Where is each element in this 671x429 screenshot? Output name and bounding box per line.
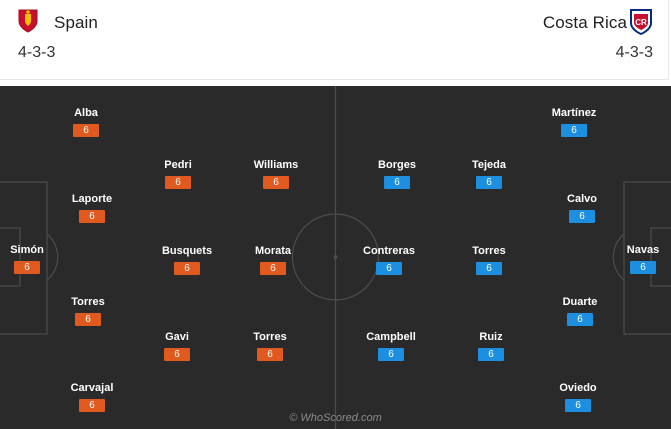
whoscored-watermark: © WhoScored.com bbox=[289, 412, 382, 424]
player-rating: 6 bbox=[174, 262, 200, 275]
player-rating: 6 bbox=[75, 313, 101, 326]
player-away-rcb[interactable]: Duarte 6 bbox=[540, 296, 620, 327]
player-name: Navas bbox=[626, 244, 660, 256]
player-rating: 6 bbox=[263, 176, 289, 189]
player-name: Laporte bbox=[71, 193, 113, 205]
player-name: Torres bbox=[253, 331, 287, 343]
header-card bbox=[0, 0, 669, 80]
player-name: Morata bbox=[254, 245, 292, 257]
player-home-rcm[interactable]: Gavi 6 bbox=[137, 331, 217, 362]
pitch: Simón 6 Alba 6 Laporte 6 Torres 6 Carvaj… bbox=[0, 86, 671, 429]
player-away-lb[interactable]: Martínez 6 bbox=[534, 107, 614, 138]
player-home-lb[interactable]: Alba 6 bbox=[46, 107, 126, 138]
player-name: Ruiz bbox=[479, 331, 503, 343]
player-rating: 6 bbox=[378, 348, 404, 361]
pitch-lines bbox=[0, 86, 671, 429]
player-rating: 6 bbox=[164, 348, 190, 361]
match-header: Spain 4-3-3 Costa Rica CR 4-3-3 bbox=[0, 0, 671, 80]
player-rating: 6 bbox=[14, 261, 40, 274]
player-home-rw[interactable]: Torres 6 bbox=[230, 331, 310, 362]
player-rating: 6 bbox=[569, 210, 595, 223]
player-home-cdm[interactable]: Busquets 6 bbox=[147, 245, 227, 276]
player-rating: 6 bbox=[476, 176, 502, 189]
player-rating: 6 bbox=[476, 262, 502, 275]
player-name: Duarte bbox=[562, 296, 598, 308]
player-name: Simón bbox=[10, 244, 44, 256]
costa-rica-crest-icon: CR bbox=[629, 8, 653, 41]
player-rating: 6 bbox=[630, 261, 656, 274]
player-name: Oviedo bbox=[559, 382, 597, 394]
player-away-rcm[interactable]: Ruiz 6 bbox=[451, 331, 531, 362]
player-away-lcb[interactable]: Calvo 6 bbox=[542, 193, 622, 224]
home-formation: 4-3-3 bbox=[18, 44, 56, 61]
player-name: Williams bbox=[253, 159, 299, 171]
player-rating: 6 bbox=[565, 399, 591, 412]
player-rating: 6 bbox=[79, 210, 105, 223]
away-team-name[interactable]: Costa Rica bbox=[542, 13, 627, 32]
player-name: Martínez bbox=[551, 107, 597, 119]
player-away-lw[interactable]: Borges 6 bbox=[357, 159, 437, 190]
player-name: Pedri bbox=[164, 159, 192, 171]
player-name: Tejeda bbox=[471, 159, 507, 171]
player-home-gk[interactable]: Simón 6 bbox=[0, 244, 67, 275]
away-formation: 4-3-3 bbox=[615, 44, 653, 61]
player-away-lcm[interactable]: Tejeda 6 bbox=[449, 159, 529, 190]
player-home-rb[interactable]: Carvajal 6 bbox=[52, 382, 132, 413]
player-home-lcb[interactable]: Laporte 6 bbox=[52, 193, 132, 224]
player-rating: 6 bbox=[561, 124, 587, 137]
player-rating: 6 bbox=[165, 176, 191, 189]
player-name: Torres bbox=[71, 296, 105, 308]
player-name: Gavi bbox=[165, 331, 189, 343]
player-name: Alba bbox=[74, 107, 98, 119]
player-away-st[interactable]: Contreras 6 bbox=[349, 245, 429, 276]
player-rating: 6 bbox=[376, 262, 402, 275]
player-rating: 6 bbox=[257, 348, 283, 361]
spain-crest-icon bbox=[17, 8, 39, 39]
player-home-st[interactable]: Morata 6 bbox=[233, 245, 313, 276]
player-home-lw[interactable]: Williams 6 bbox=[236, 159, 316, 190]
player-name: Busquets bbox=[161, 245, 213, 257]
player-rating: 6 bbox=[260, 262, 286, 275]
player-rating: 6 bbox=[79, 399, 105, 412]
player-name: Carvajal bbox=[70, 382, 114, 394]
player-rating: 6 bbox=[478, 348, 504, 361]
player-name: Campbell bbox=[366, 331, 416, 343]
player-away-rw[interactable]: Campbell 6 bbox=[351, 331, 431, 362]
player-name: Borges bbox=[378, 159, 416, 171]
player-rating: 6 bbox=[73, 124, 99, 137]
player-name: Contreras bbox=[363, 245, 415, 257]
svg-text:CR: CR bbox=[635, 18, 647, 27]
player-home-rcb[interactable]: Torres 6 bbox=[48, 296, 128, 327]
home-team-name[interactable]: Spain bbox=[54, 13, 98, 32]
player-away-gk[interactable]: Navas 6 bbox=[603, 244, 671, 275]
player-rating: 6 bbox=[384, 176, 410, 189]
player-home-lcm[interactable]: Pedri 6 bbox=[138, 159, 218, 190]
player-away-cdm[interactable]: Torres 6 bbox=[449, 245, 529, 276]
player-name: Torres bbox=[472, 245, 506, 257]
player-name: Calvo bbox=[567, 193, 597, 205]
player-away-rb[interactable]: Oviedo 6 bbox=[538, 382, 618, 413]
player-rating: 6 bbox=[567, 313, 593, 326]
